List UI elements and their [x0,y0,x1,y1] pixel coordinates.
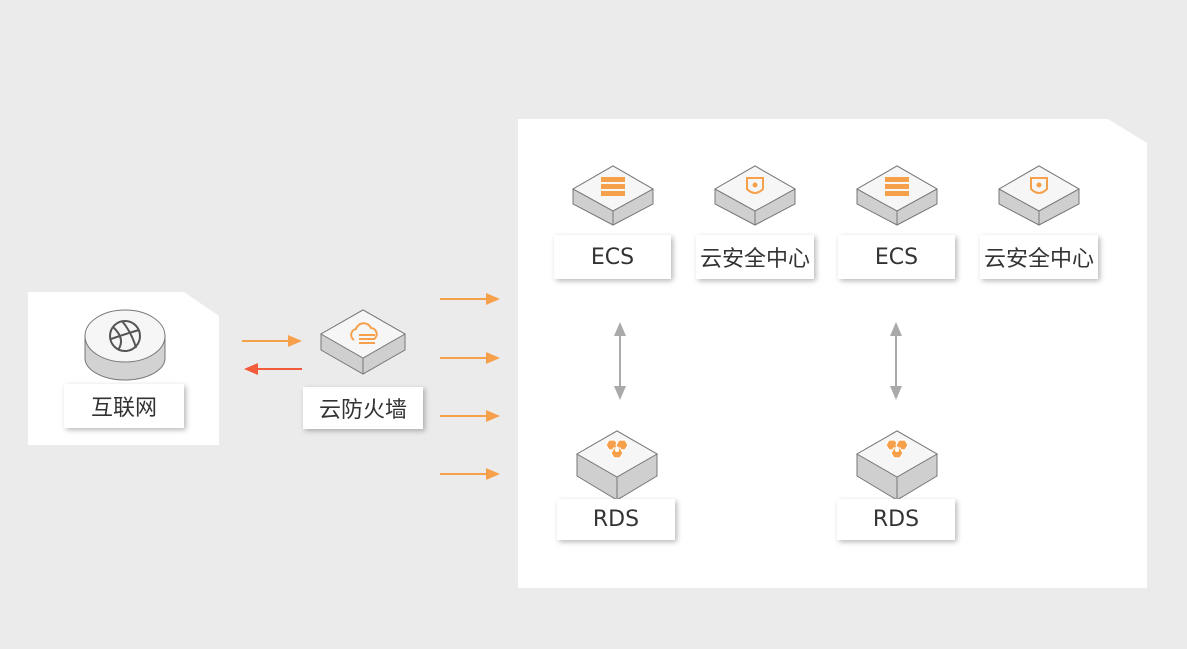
rds-label-1: RDS [557,499,675,540]
security-node-1 [712,163,798,227]
rds-node-2 [854,426,940,502]
firewall-node [318,306,408,376]
rds-label-2: RDS [837,499,955,540]
ecs-label-2: ECS [838,235,955,279]
rds-node-1 [574,426,660,502]
arrow-to-vpc-3 [440,410,500,422]
database-icon [855,430,939,501]
shield-icon [713,165,797,226]
server-icon [571,165,655,226]
security-label-1: 云安全中心 [696,235,814,279]
server-icon [855,165,939,226]
arrow-to-firewall [242,335,302,347]
ecs-node-1 [570,163,656,227]
security-label-2: 云安全中心 [980,235,1098,279]
globe-icon [84,309,166,381]
firewall-label: 云防火墙 [303,387,423,429]
internet-node [80,306,170,386]
security-node-2 [996,163,1082,227]
arrow-to-vpc-4 [440,468,500,480]
cloud-firewall-icon [319,309,407,375]
internet-label: 互联网 [64,384,184,428]
ecs-label-1: ECS [554,235,671,279]
shield-icon [997,165,1081,226]
ecs-node-2 [854,163,940,227]
arrow-to-internet [244,363,302,375]
database-icon [575,430,659,501]
ecs-rds-link-2 [890,322,902,400]
arrow-to-vpc-1 [440,293,500,305]
ecs-rds-link-1 [614,322,626,400]
arrow-to-vpc-2 [440,352,500,364]
